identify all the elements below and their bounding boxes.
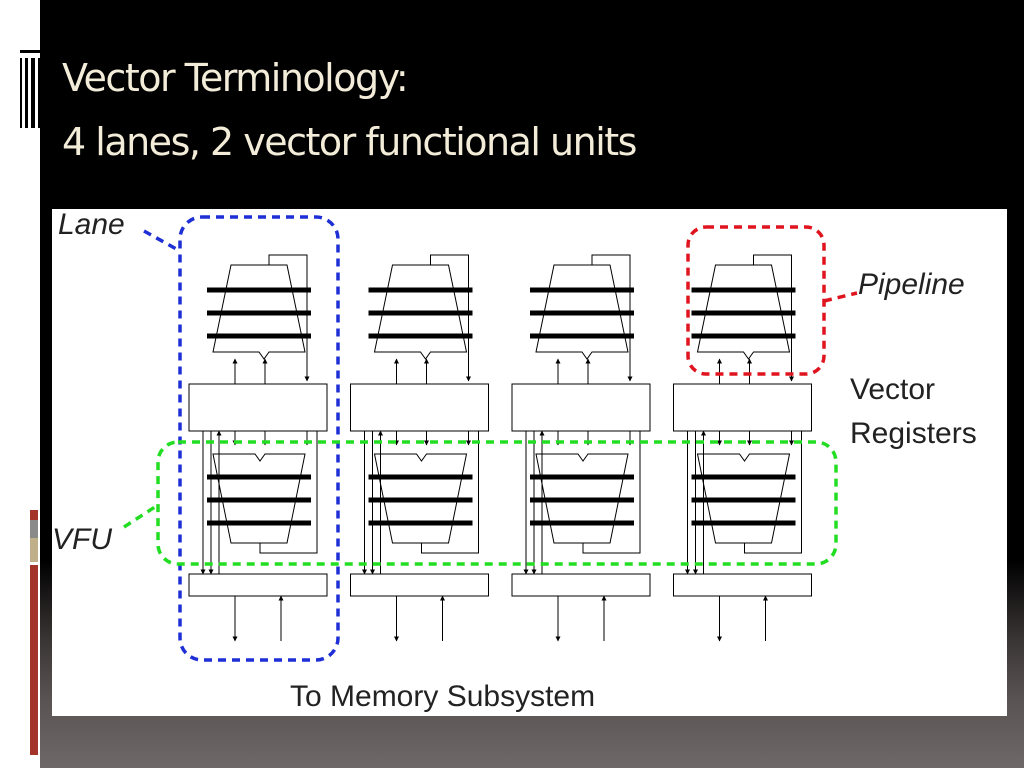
pipeline-label: Pipeline xyxy=(858,268,965,301)
vector-register-file xyxy=(511,383,651,432)
lane-leader-line xyxy=(143,229,181,253)
decorative-accent-bar xyxy=(30,510,40,755)
left-margin-strip xyxy=(0,0,40,768)
feedback-wire xyxy=(421,431,479,554)
pipeline-leader-line xyxy=(823,291,858,303)
decorative-bars xyxy=(20,20,40,128)
vfu-leader-line xyxy=(123,503,159,529)
title-line-2: 4 lanes, 2 vector functional units xyxy=(62,120,637,164)
feedback-wire xyxy=(591,254,631,381)
feedback-wire xyxy=(744,431,802,554)
vector-register-file xyxy=(188,383,328,432)
feedback-wire xyxy=(753,254,792,381)
vector-register-file xyxy=(673,383,812,432)
slide-title: Vector Terminology: 4 lanes, 2 vector fu… xyxy=(62,46,637,174)
lane-outline xyxy=(178,215,340,662)
feedback-wire xyxy=(268,254,308,381)
feedback-wire xyxy=(259,431,318,554)
memory-buffer xyxy=(188,573,328,597)
diagram-canvas: Lane Pipeline Vector Registers VFU To Me… xyxy=(52,208,977,713)
lane-label: Lane xyxy=(58,209,125,241)
memory-buffer xyxy=(673,573,812,597)
feedback-wire xyxy=(430,254,469,381)
vector-registers-label-line1: Vector xyxy=(850,373,935,406)
vector-register-file xyxy=(350,383,489,432)
title-line-1: Vector Terminology: xyxy=(62,56,409,100)
vector-lanes-diagram: Lane Pipeline Vector Registers VFU To Me… xyxy=(52,208,1007,716)
memory-buffer xyxy=(350,573,489,597)
feedback-wire xyxy=(582,431,641,554)
vfu-label: VFU xyxy=(52,523,112,556)
vector-registers-label-line2: Registers xyxy=(850,417,977,450)
memory-buffer xyxy=(511,573,651,597)
memory-subsystem-label: To Memory Subsystem xyxy=(290,680,595,713)
